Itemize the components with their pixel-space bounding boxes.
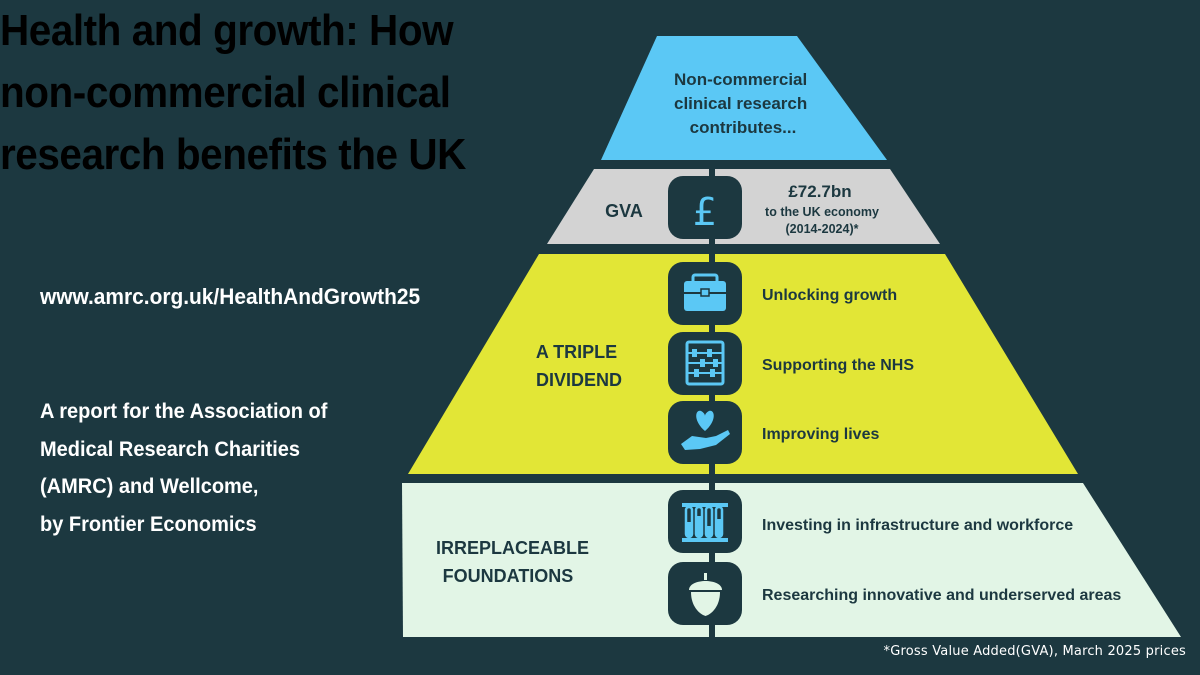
dividend-item-text: Supporting the NHS bbox=[762, 357, 914, 374]
report-line: A report for the Association of bbox=[40, 399, 328, 423]
report-description: A report for the Association of Medical … bbox=[40, 393, 375, 543]
top-line: clinical research bbox=[674, 94, 807, 113]
test-tubes-icon bbox=[668, 490, 742, 553]
foundations-label: FOUNDATIONS bbox=[443, 566, 574, 586]
tier-top bbox=[601, 36, 887, 160]
abacus-icon bbox=[668, 332, 742, 395]
briefcase-icon bbox=[668, 262, 742, 325]
dividend-label: A TRIPLE bbox=[536, 342, 617, 362]
svg-text:Non-commercial clinical re: Non-commercial clinical research contrib… bbox=[674, 70, 812, 137]
foundations-item-text: Investing in infrastructure and workforc… bbox=[762, 517, 1073, 534]
footnote: *Gross Value Added(GVA), March 2025 pric… bbox=[883, 644, 1186, 659]
acorn-icon bbox=[668, 562, 742, 625]
dividend-item-text: Improving lives bbox=[762, 426, 879, 443]
tier-dividend bbox=[408, 254, 1078, 474]
foundations-item-text: Researching innovative and underserved a… bbox=[762, 587, 1121, 604]
tier-gva bbox=[547, 169, 940, 244]
gva-label: GVA bbox=[605, 201, 643, 221]
connector-line bbox=[709, 160, 715, 640]
report-line: Medical Research Charities bbox=[40, 436, 301, 461]
gva-sub2: (2014-2024)* bbox=[786, 222, 859, 236]
gva-sub1: to the UK economy bbox=[765, 205, 879, 219]
svg-text:£: £ bbox=[693, 190, 717, 234]
report-line: by Frontier Economics bbox=[40, 511, 257, 536]
top-line: contributes... bbox=[690, 118, 797, 137]
dividend-item-text: Unlocking growth bbox=[762, 287, 897, 304]
gva-value: £72.7bn bbox=[788, 182, 851, 201]
report-url-link[interactable]: www.amrc.org.uk/HealthAndGrowth25 bbox=[40, 284, 421, 309]
svg-text:A TRIPLE DIVIDEND: A TRIPLE DIVIDEND bbox=[536, 342, 622, 390]
hand-heart-icon bbox=[668, 401, 742, 464]
pound-icon: £ bbox=[668, 176, 742, 239]
svg-text:IRREPLACEABLE FOUNDATIONS: IRREPLACEABLE FOUNDATIONS bbox=[436, 538, 594, 586]
top-line: Non-commercial bbox=[674, 70, 807, 89]
tier-foundations bbox=[402, 483, 1181, 637]
dividend-label: DIVIDEND bbox=[536, 370, 622, 390]
page-title: Health and growth: How non-commercial cl… bbox=[0, 6, 466, 179]
report-line: (AMRC) and Wellcome, bbox=[40, 474, 259, 498]
foundations-label: IRREPLACEABLE bbox=[436, 538, 589, 558]
